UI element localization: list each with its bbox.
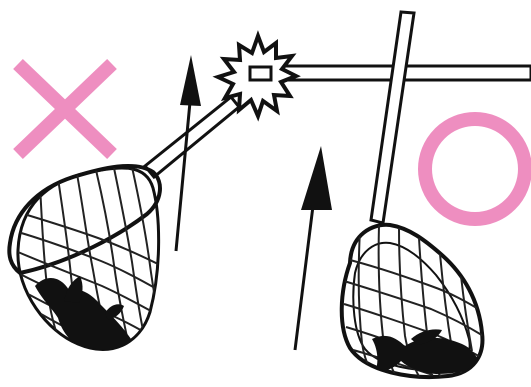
wrong-example-net xyxy=(9,166,162,363)
right-net-handle xyxy=(371,12,414,223)
arrow-up-icon xyxy=(295,146,332,350)
left-net-handle xyxy=(145,97,239,177)
cross-mark-icon xyxy=(18,64,112,154)
circle-mark-icon xyxy=(425,119,525,219)
fish-icon xyxy=(372,329,479,374)
right-example-net xyxy=(342,225,485,378)
